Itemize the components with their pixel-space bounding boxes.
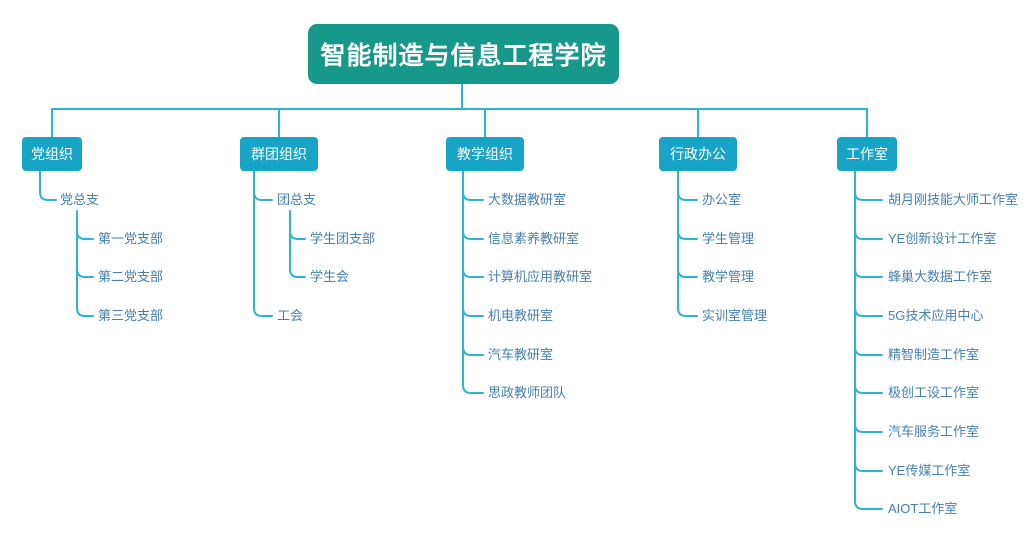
node-jingzhi-manufacturing-studio[interactable]: 精智制造工作室	[888, 347, 980, 362]
node-ye-innovation-design-studio[interactable]: YE创新设计工作室	[888, 231, 997, 246]
node-general-office[interactable]: 办公室	[702, 192, 742, 207]
node-ideological-political-teacher-team[interactable]: 思政教师团队	[488, 385, 567, 400]
connector-branch-party-org	[39, 170, 94, 317]
node-fengchao-big-data-studio[interactable]: 蜂巢大数据工作室	[888, 269, 993, 284]
node-labor-union[interactable]: 工会	[277, 308, 304, 323]
connector-branch-teaching-org	[462, 170, 484, 394]
node-ye-media-studio[interactable]: YE传媒工作室	[888, 463, 971, 478]
node-first-party-branch[interactable]: 第一党支部	[98, 231, 164, 246]
node-information-literacy-teaching-office[interactable]: 信息素养教研室	[488, 231, 580, 246]
root-node[interactable]: 智能制造与信息工程学院	[308, 24, 619, 84]
node-auto-service-studio[interactable]: 汽车服务工作室	[888, 424, 980, 439]
node-training-room-management[interactable]: 实训室管理	[702, 308, 768, 323]
node-student-league-branch[interactable]: 学生团支部	[310, 231, 376, 246]
connector-branch-studios	[854, 170, 883, 510]
node-mechatronics-teaching-office[interactable]: 机电教研室	[488, 308, 554, 323]
branch-party-org[interactable]: 党组织	[22, 137, 82, 171]
branch-teaching-org[interactable]: 教学组织	[446, 137, 524, 171]
node-aiot-studio[interactable]: AIOT工作室	[888, 501, 958, 516]
branch-mass-org[interactable]: 群团组织	[240, 137, 318, 171]
node-5g-technology-center[interactable]: 5G技术应用中心	[888, 308, 984, 323]
node-automotive-teaching-office[interactable]: 汽车教研室	[488, 347, 554, 362]
node-student-union[interactable]: 学生会	[310, 269, 350, 284]
node-computer-application-teaching-office[interactable]: 计算机应用教研室	[488, 269, 593, 284]
node-teaching-management[interactable]: 教学管理	[702, 269, 755, 284]
branch-admin-office[interactable]: 行政办公	[659, 137, 737, 171]
connector-branch-admin-office	[677, 170, 698, 317]
node-big-data-teaching-office[interactable]: 大数据教研室	[488, 192, 567, 207]
node-jichuang-industrial-design-studio[interactable]: 极创工设工作室	[888, 385, 980, 400]
node-huyuegang-master-studio[interactable]: 胡月刚技能大师工作室	[888, 192, 1019, 207]
connector-branch-mass-org	[253, 170, 306, 317]
node-second-party-branch[interactable]: 第二党支部	[98, 269, 164, 284]
node-third-party-branch[interactable]: 第三党支部	[98, 308, 164, 323]
node-student-management[interactable]: 学生管理	[702, 231, 755, 246]
branch-studios[interactable]: 工作室	[837, 137, 897, 171]
connector-root-rail	[51, 83, 868, 138]
node-party-general-branch[interactable]: 党总支	[60, 192, 100, 207]
node-youth-league-general-branch[interactable]: 团总支	[277, 192, 317, 207]
